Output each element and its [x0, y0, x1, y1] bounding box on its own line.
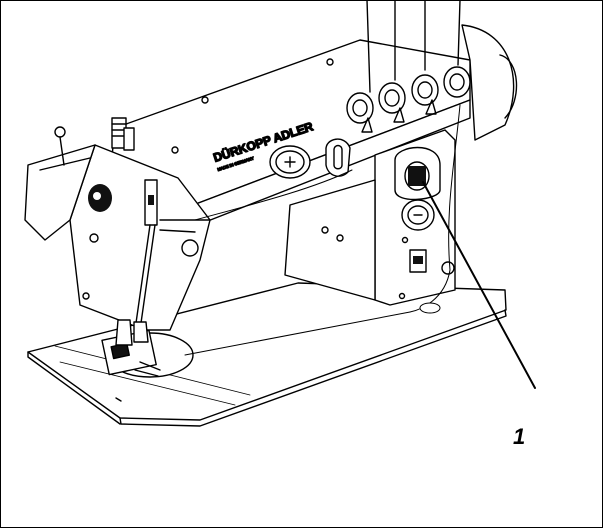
thread-path — [184, 104, 461, 356]
callout-leader-line — [422, 181, 536, 389]
handwheel — [461, 24, 518, 141]
presser-foot — [115, 319, 149, 346]
table-top — [27, 282, 507, 427]
thread-guide — [134, 179, 211, 331]
stitch-dial-icon — [269, 138, 351, 179]
callout-label: 1 — [513, 424, 526, 449]
machine-column — [284, 129, 456, 306]
tension-knob-icon — [346, 0, 471, 133]
logo-badge-icon — [88, 184, 112, 212]
spool-pin — [54, 117, 135, 166]
